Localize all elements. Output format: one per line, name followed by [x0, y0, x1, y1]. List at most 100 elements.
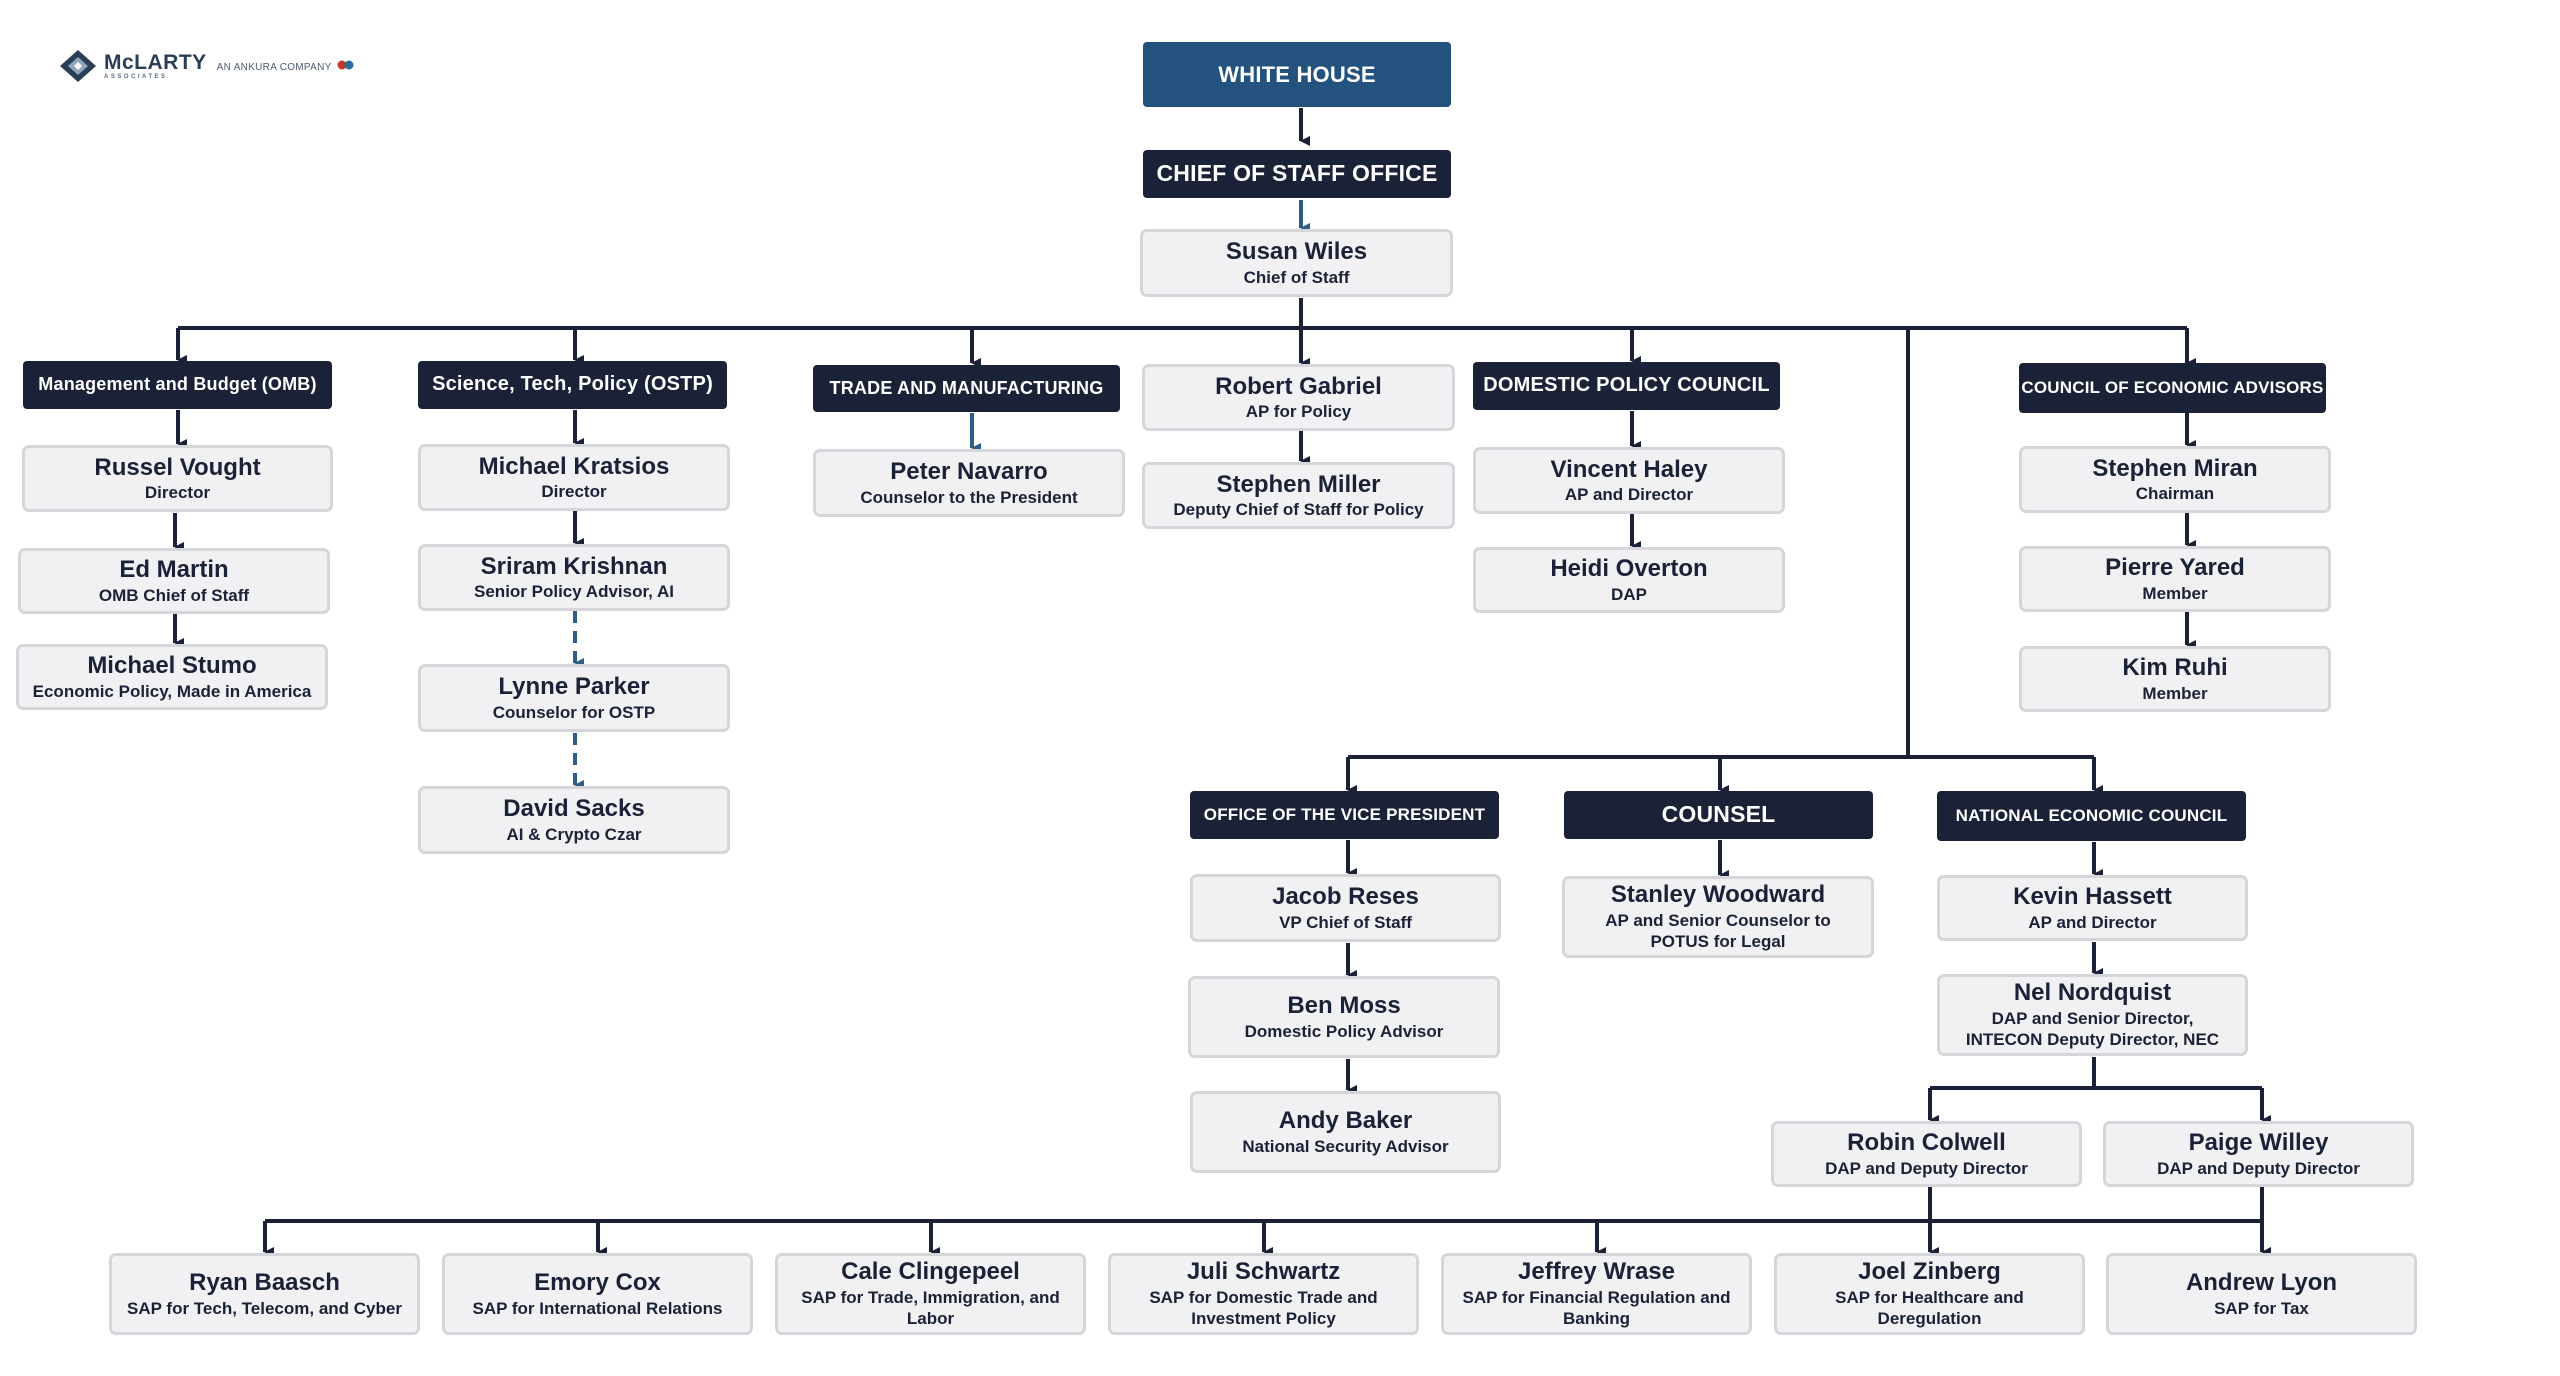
person-title: OMB Chief of Staff — [98, 585, 250, 605]
person-emory-cox: Emory Cox SAP for International Relation… — [442, 1253, 753, 1335]
person-nel-nordquist: Nel Nordquist DAP and Senior Director, I… — [1937, 974, 2248, 1056]
person-stephen-miran: Stephen Miran Chairman — [2019, 446, 2331, 513]
person-name: Pierre Yared — [2105, 554, 2245, 582]
person-name: David Sacks — [503, 795, 645, 823]
person-michael-stumo: Michael Stumo Economic Policy, Made in A… — [16, 644, 328, 710]
person-title: Senior Policy Advisor, AI — [474, 582, 674, 602]
person-lynne-parker: Lynne Parker Counselor for OSTP — [418, 664, 730, 732]
person-title: Economic Policy, Made in America — [32, 681, 312, 701]
logo-brand: McLARTY ASSOCIATES — [104, 52, 207, 80]
person-robert-gabriel: Robert Gabriel AP for Policy — [1142, 364, 1455, 431]
person-name: Ryan Baasch — [189, 1269, 340, 1297]
person-paige-willey: Paige Willey DAP and Deputy Director — [2103, 1121, 2414, 1187]
person-title: Chairman — [2135, 484, 2215, 504]
header-council-of-economic-advisors: COUNCIL OF ECONOMIC ADVISORS — [2019, 363, 2326, 413]
person-title: SAP for Domestic Trade and Investment Po… — [1149, 1288, 1378, 1329]
person-name: Lynne Parker — [498, 673, 650, 701]
person-ed-martin: Ed Martin OMB Chief of Staff — [18, 548, 330, 614]
person-title: SAP for Tech, Telecom, and Cyber — [127, 1298, 402, 1318]
logo-tagline-text: AN ANKURA COMPANY — [216, 61, 332, 73]
header-domestic-policy-council: DOMESTIC POLICY COUNCIL — [1473, 362, 1780, 410]
header-ostp: Science, Tech, Policy (OSTP) — [418, 361, 727, 409]
header-office-of-the-vice-president: OFFICE OF THE VICE PRESIDENT — [1190, 791, 1499, 839]
person-name: Jacob Reses — [1272, 883, 1419, 911]
person-name: Kevin Hassett — [2013, 883, 2172, 911]
person-name: Robert Gabriel — [1215, 372, 1382, 400]
person-title: SAP for Financial Regulation and Banking — [1462, 1288, 1731, 1329]
person-name: Cale Clingepeel — [841, 1258, 1020, 1286]
person-heidi-overton: Heidi Overton DAP — [1473, 547, 1785, 613]
logo-brand-text: McLARTY — [104, 51, 207, 74]
person-title: DAP and Senior Director, INTECON Deputy … — [1965, 1009, 2220, 1050]
person-title: Domestic Policy Advisor — [1244, 1021, 1444, 1041]
header-white-house: WHITE HOUSE — [1143, 42, 1451, 107]
person-name: Susan Wiles — [1225, 238, 1368, 266]
person-robin-colwell: Robin Colwell DAP and Deputy Director — [1771, 1121, 2082, 1187]
person-name: Sriram Krishnan — [480, 552, 668, 580]
person-kevin-hassett: Kevin Hassett AP and Director — [1937, 875, 2248, 941]
person-title: AP and Director — [1564, 485, 1694, 505]
person-susan-wiles: Susan Wiles Chief of Staff — [1140, 229, 1453, 297]
person-kim-ruhi: Kim Ruhi Member — [2019, 646, 2331, 712]
person-name: Peter Navarro — [890, 458, 1048, 486]
person-title: Member — [2142, 583, 2208, 603]
header-counsel: COUNSEL — [1564, 791, 1873, 839]
person-title: Counselor for OSTP — [492, 702, 656, 722]
person-sriram-krishnan: Sriram Krishnan Senior Policy Advisor, A… — [418, 544, 730, 611]
person-ben-moss: Ben Moss Domestic Policy Advisor — [1188, 976, 1500, 1058]
person-russel-vought: Russel Vought Director — [22, 445, 333, 512]
logo-tagline: AN ANKURA COMPANY — [217, 60, 355, 73]
person-title: DAP — [1611, 584, 1647, 604]
person-juli-schwartz: Juli Schwartz SAP for Domestic Trade and… — [1108, 1253, 1419, 1335]
person-david-sacks: David Sacks AI & Crypto Czar — [418, 786, 730, 854]
person-name: Ben Moss — [1287, 992, 1401, 1020]
person-title: National Security Advisor — [1242, 1136, 1449, 1156]
person-vincent-haley: Vincent Haley AP and Director — [1473, 447, 1785, 514]
person-title: VP Chief of Staff — [1279, 912, 1412, 932]
person-title: SAP for Tax — [2214, 1298, 2309, 1318]
person-name: Nel Nordquist — [2013, 979, 2172, 1007]
person-title: SAP for Healthcare and Deregulation — [1835, 1288, 2024, 1329]
person-title: DAP and Deputy Director — [2157, 1158, 2360, 1178]
person-jeffrey-wrase: Jeffrey Wrase SAP for Financial Regulati… — [1441, 1253, 1752, 1335]
person-name: Vincent Haley — [1550, 455, 1708, 483]
person-name: Heidi Overton — [1550, 555, 1708, 583]
company-logo: McLARTY ASSOCIATES AN ANKURA COMPANY — [58, 48, 355, 84]
person-name: Stanley Woodward — [1610, 881, 1826, 909]
person-michael-kratsios: Michael Kratsios Director — [418, 444, 730, 511]
person-name: Juli Schwartz — [1186, 1258, 1341, 1286]
person-title: SAP for Trade, Immigration, and Labor — [801, 1288, 1060, 1329]
person-title: Deputy Chief of Staff for Policy — [1173, 500, 1424, 520]
person-title: AP and Senior Counselor to POTUS for Leg… — [1605, 911, 1831, 952]
logo-brand-subtext: ASSOCIATES — [104, 74, 168, 80]
person-name: Andrew Lyon — [2185, 1269, 2338, 1297]
person-stanley-woodward: Stanley Woodward AP and Senior Counselor… — [1562, 876, 1874, 958]
person-peter-navarro: Peter Navarro Counselor to the President — [813, 449, 1125, 517]
person-title: SAP for International Relations — [472, 1298, 723, 1318]
person-andy-baker: Andy Baker National Security Advisor — [1190, 1091, 1501, 1173]
person-name: Russel Vought — [94, 453, 261, 481]
person-joel-zinberg: Joel Zinberg SAP for Healthcare and Dere… — [1774, 1253, 2085, 1335]
person-stephen-miller: Stephen Miller Deputy Chief of Staff for… — [1142, 462, 1455, 529]
person-title: Director — [541, 482, 607, 502]
person-name: Joel Zinberg — [1858, 1258, 2001, 1286]
person-title: AP and Director — [2028, 912, 2157, 932]
person-name: Paige Willey — [2188, 1129, 2329, 1157]
person-cale-clingepeel: Cale Clingepeel SAP for Trade, Immigrati… — [775, 1253, 1086, 1335]
person-jacob-reses: Jacob Reses VP Chief of Staff — [1190, 874, 1501, 942]
person-pierre-yared: Pierre Yared Member — [2019, 546, 2331, 612]
header-national-economic-council: NATIONAL ECONOMIC COUNCIL — [1937, 791, 2246, 841]
person-name: Stephen Miller — [1216, 470, 1381, 498]
person-name: Emory Cox — [534, 1269, 661, 1297]
person-title: Counselor to the President — [860, 487, 1078, 507]
person-name: Michael Kratsios — [478, 452, 670, 480]
person-title: Director — [144, 483, 211, 503]
person-title: AP for Policy — [1245, 402, 1352, 422]
header-chief-of-staff-office: CHIEF OF STAFF OFFICE — [1143, 150, 1451, 198]
person-name: Stephen Miran — [2092, 454, 2258, 482]
person-title: Chief of Staff — [1243, 267, 1350, 287]
person-andrew-lyon: Andrew Lyon SAP for Tax — [2106, 1253, 2417, 1335]
person-title: AI & Crypto Czar — [506, 824, 642, 844]
